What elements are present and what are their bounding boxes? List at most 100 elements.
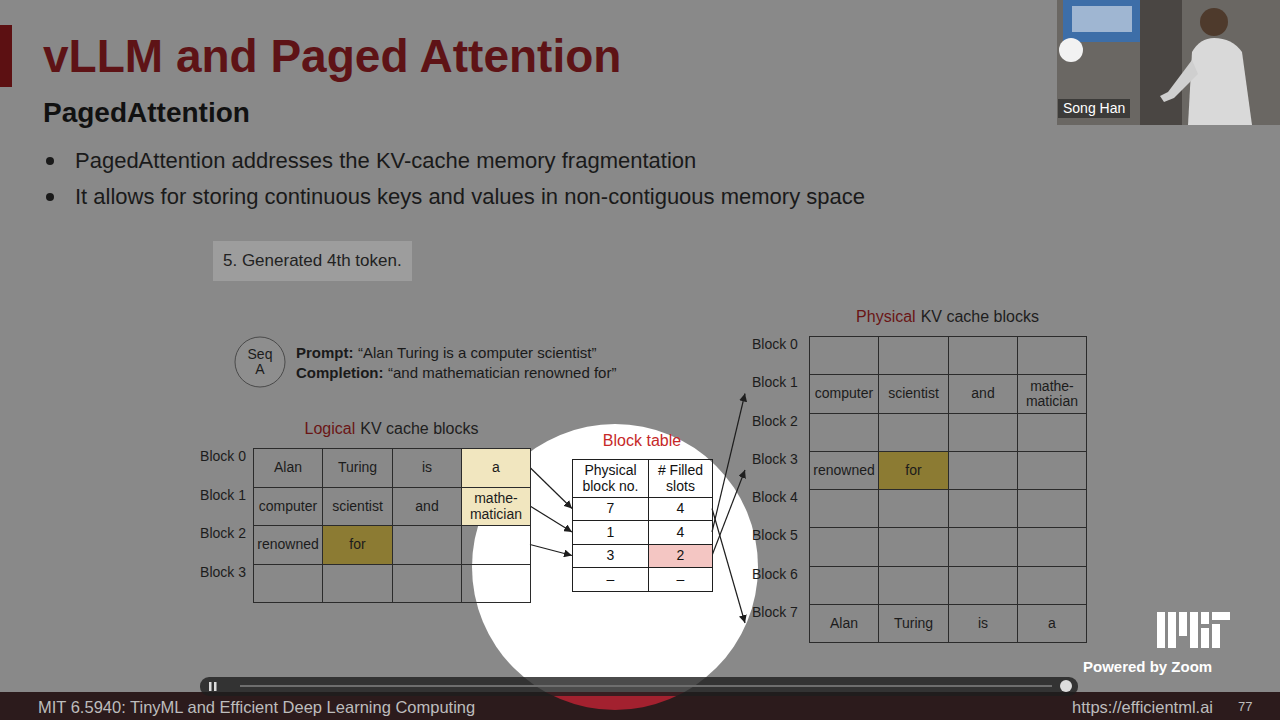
sequence-circle-shape: [235, 337, 285, 387]
table-cell: [461, 525, 531, 565]
pause-icon: [209, 682, 212, 691]
zoom-watermark: Powered by Zoom: [1083, 657, 1212, 677]
cell-text: scientist: [332, 499, 383, 514]
table-cell: [948, 413, 1018, 452]
table-cell: 4: [648, 497, 713, 521]
table-cell: [392, 564, 462, 603]
block-label: Block 3: [752, 451, 808, 489]
table-cell: [809, 336, 879, 375]
block-table-row: Physical block no.# Filled slots: [572, 459, 712, 497]
table-cell: [1017, 336, 1087, 375]
kv-block-row: AlanTuringisaBlock 7: [745, 604, 1086, 642]
step-caption-text: 5. Generated 4th token.: [223, 251, 402, 270]
logo-bar: [1201, 628, 1209, 648]
table-cell: scientist: [322, 487, 393, 526]
table-cell: Physical block no.: [572, 459, 649, 498]
block-label: Block 3: [190, 564, 246, 602]
table-cell: computer: [253, 487, 323, 526]
bullet-dot: [46, 157, 54, 165]
block-label: Block 6: [752, 566, 808, 604]
table-cell: [392, 525, 462, 565]
table-cell: [253, 564, 323, 603]
table-cell: [948, 489, 1018, 528]
table-title: KV cache blocks: [921, 308, 1039, 325]
cell-text: scientist: [888, 386, 939, 401]
cell-text: mathe- matician: [1020, 379, 1085, 410]
table-cell: a: [1017, 604, 1087, 643]
table-cell: for: [322, 525, 393, 565]
pointer-arrow: [712, 509, 745, 624]
pointer-arrow: [530, 468, 572, 509]
cell-text: –: [677, 572, 685, 587]
logo-bar: [1190, 612, 1198, 648]
kv-block-row: Block 2: [745, 413, 1086, 451]
table-cell: [322, 564, 393, 603]
step-caption-box: 5. Generated 4th token.: [213, 241, 412, 281]
table-cell: renowned: [809, 451, 879, 490]
cell-text: is: [978, 616, 988, 631]
bullet-text: PagedAttention addresses the KV-cache me…: [75, 148, 696, 174]
cell-text: Turing: [894, 616, 933, 631]
cell-text: computer: [815, 386, 873, 401]
volume-knob: [1060, 680, 1072, 692]
control-pill: [200, 677, 1078, 696]
table-cell: scientist: [878, 374, 949, 414]
speaker-name: Song Han: [1058, 99, 1130, 118]
sequence-label: Seq A: [245, 347, 275, 378]
course-footer: MIT 6.5940: TinyML and Efficient Deep Le…: [38, 697, 475, 717]
speaker-arm: [1160, 60, 1198, 102]
prompt-text: “Alan Turing is a computer scientist”: [358, 344, 596, 362]
table-cell: is: [392, 448, 462, 488]
kv-block-row: computerscientistandmathe- maticianBlock…: [190, 487, 530, 525]
table-cell: [1017, 451, 1087, 490]
logo-bar: [1179, 612, 1187, 636]
table-cell: –: [572, 567, 649, 592]
cell-text: for: [905, 463, 921, 478]
table-title-accent: Physical: [856, 308, 916, 325]
table-cell: a: [461, 448, 531, 488]
table-cell: and: [392, 487, 462, 526]
table-title-accent: Block table: [603, 432, 681, 449]
page-number: 77: [1238, 698, 1252, 716]
title-accent-bar: [0, 25, 12, 87]
speaker-head: [1200, 8, 1228, 36]
cell-text: a: [492, 460, 500, 475]
table-cell: Alan: [253, 448, 323, 488]
cell-text: renowned: [813, 463, 875, 478]
table-cell: [1017, 413, 1087, 452]
block-label: Block 5: [752, 527, 808, 566]
playback-controls: [200, 677, 1078, 696]
cell-text: –: [607, 572, 615, 587]
logo-bar: [1157, 612, 1165, 648]
pause-icon: [214, 682, 217, 691]
speaker-body: [1188, 38, 1252, 125]
table-cell: 7: [572, 497, 649, 521]
table-heading: Physical KV cache blocks: [809, 306, 1086, 328]
table-cell: 3: [572, 544, 649, 568]
table-cell: mathe- matician: [461, 487, 531, 526]
table-title-accent: Logical: [305, 420, 356, 437]
pointer-arrow: [712, 470, 745, 556]
table-cell: [809, 566, 879, 605]
completion-key: Completion:: [296, 364, 384, 382]
table-cell: mathe- matician: [1017, 374, 1087, 414]
table-heading: LogicalKV cache blocks: [253, 418, 530, 440]
block-label: Block 4: [752, 489, 808, 527]
kv-block-row: Block 4: [745, 489, 1086, 527]
completion-text: “and mathematician renowned for”: [388, 364, 616, 382]
table-cell: [1017, 566, 1087, 605]
bullet-text: It allows for storing continuous keys an…: [75, 184, 865, 210]
cell-text: Alan: [274, 460, 302, 475]
table-cell: [948, 527, 1018, 567]
block-label: Block 1: [752, 374, 808, 413]
cell-text: is: [422, 460, 432, 475]
table-cell: [1017, 489, 1087, 528]
kv-cache-table: PhysicalKV cache blocksBlock 0computersc…: [745, 306, 1086, 642]
footer-bar: [0, 692, 1280, 720]
webcam-screen-content: [1072, 6, 1132, 32]
table-cell: [878, 566, 949, 605]
table-heading: Block table: [572, 430, 712, 452]
table-cell: is: [948, 604, 1018, 643]
table-cell: [1017, 527, 1087, 567]
